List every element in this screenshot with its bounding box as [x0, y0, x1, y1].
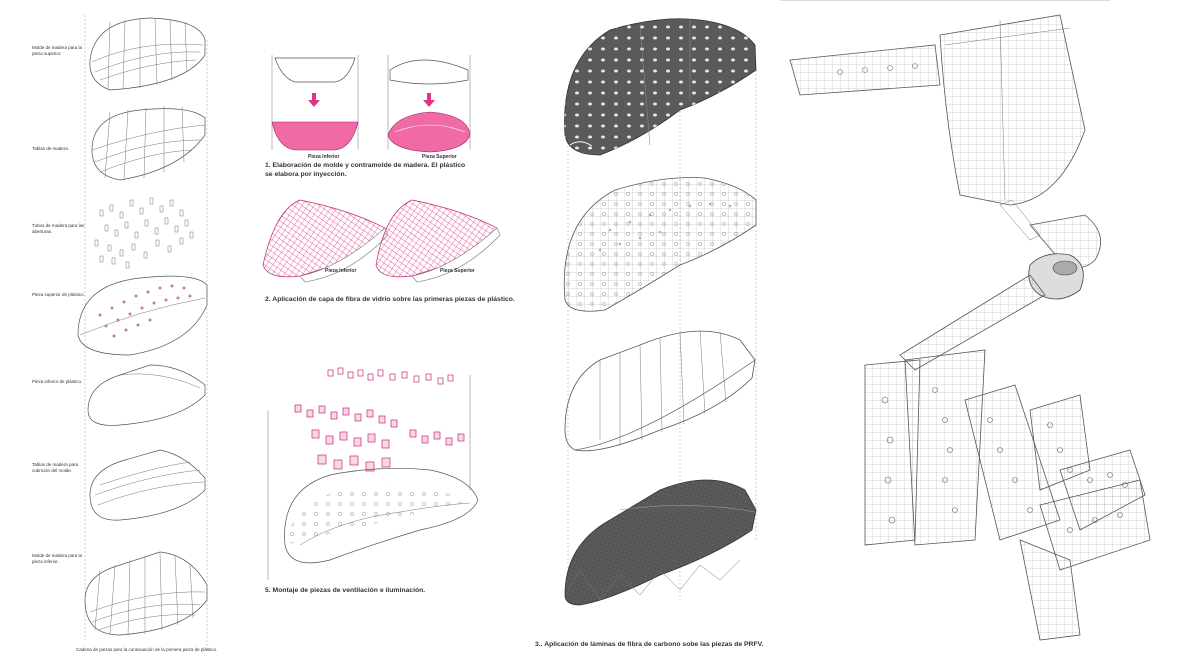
label-lower-plastic: Pieza inferior de plástico.: [32, 379, 83, 384]
caption-step5: 5. Montaje de piezas de ventilación e il…: [265, 587, 426, 594]
lighting-pieces: [294, 404, 465, 472]
plan-top-strip: [789, 44, 941, 96]
wood-tubes-drawing: [94, 197, 194, 269]
upper-mold-top-drawing: [389, 59, 469, 85]
plan-strip-2: [904, 349, 986, 546]
tag-step2-lower: Pieza Inferior: [325, 268, 357, 274]
assembled-piece-outline: [284, 467, 479, 564]
caption-step2: 2. Aplicación de capa de fibra de vidrio…: [265, 296, 515, 303]
label-wood-tubes: Tubos de madera para las aberturas.: [32, 223, 85, 234]
step1-molds: [271, 55, 471, 153]
step2-fiberglass: [262, 199, 501, 283]
fiberglass-upper-piece: [375, 199, 498, 278]
lower-mold-drawing: [84, 551, 208, 636]
plan-top-panel: [939, 14, 1086, 206]
arrow-down-icon: [423, 93, 435, 107]
column4-unfolded-plan: [780, 0, 1151, 641]
step5-ventilation: [267, 367, 479, 580]
wood-planks-drawing: [91, 108, 206, 181]
plan-holes: [881, 387, 1128, 533]
tag-step1-lower: Pieza Inferior: [308, 154, 340, 160]
column3-carbon-stack: [563, 18, 757, 606]
lower-plastic-pink: [271, 121, 359, 151]
label-wood-planks: Tablas de madera.: [32, 146, 70, 151]
caption-step1: 1. Elaboración de molde y contramolde de…: [265, 162, 466, 178]
label-top-mold: Molde de madera para la pieza superior.: [32, 45, 83, 56]
tag-step1-upper: Pieza Superior: [422, 154, 457, 160]
cover-planks-drawing: [89, 449, 206, 521]
top-mold-drawing: [89, 17, 206, 91]
plan-strip-6: [1039, 479, 1151, 571]
carbon-bottom-shell: [564, 479, 757, 606]
label-lower-mold: Molde de madera para la pieza inferior.: [32, 553, 83, 564]
column1-footer: Cadena de piezas para la conexuación de …: [76, 647, 218, 652]
top-plastic-piece-drawing: [77, 275, 208, 356]
lower-plastic-piece-drawing: [87, 364, 206, 426]
ventilation-pieces-top-row: [327, 367, 454, 385]
top-plastic-holes: [98, 284, 192, 338]
label-top-plastic: Pieza superior de plástico.: [32, 292, 85, 297]
label-cover-planks: Tablas de madera para cubrición del mold…: [32, 462, 79, 473]
upper-plastic-pink: [387, 111, 471, 153]
fiberglass-lower-piece: [262, 199, 386, 278]
plan-bottom-tail: [1019, 539, 1081, 641]
lower-mold-top-drawing: [274, 57, 356, 83]
caption-step3: 3.. Aplicación de láminas de fibra de ca…: [535, 641, 764, 648]
tag-step2-upper: Pieza Superior: [440, 268, 475, 274]
arrow-down-icon: [308, 93, 320, 107]
column1-stack: [77, 15, 208, 650]
